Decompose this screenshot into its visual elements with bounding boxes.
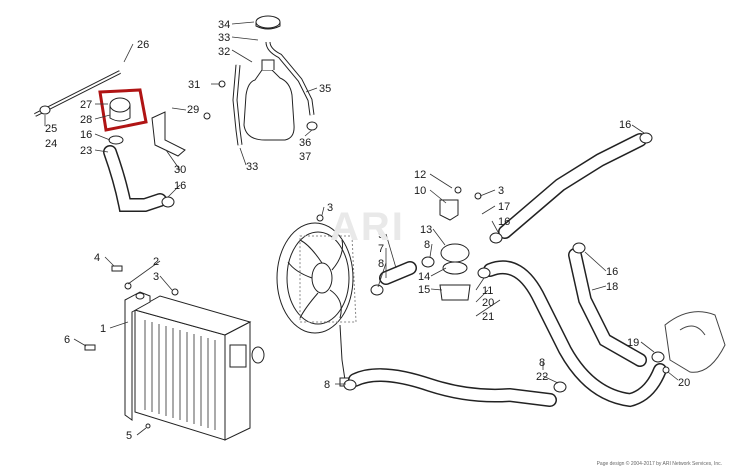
callout-36: 36 <box>299 137 311 149</box>
callout-13: 13 <box>420 224 432 236</box>
callout-16-e: 16 <box>606 266 618 278</box>
callout-16-b: 16 <box>174 180 186 192</box>
callout-17: 17 <box>498 201 510 213</box>
support-rod <box>34 70 121 117</box>
callout-32: 32 <box>218 46 230 58</box>
leader-lines <box>44 21 679 436</box>
radiator <box>124 291 265 441</box>
callout-37: 37 <box>299 151 311 163</box>
callout-33-lower: 33 <box>246 161 258 173</box>
callout-16-d: 16 <box>498 216 510 228</box>
callout-20-a: 20 <box>482 297 494 309</box>
callout-20-b: 20 <box>678 377 690 389</box>
callout-16-c: 16 <box>619 119 631 131</box>
callout-35: 35 <box>319 83 331 95</box>
hoses <box>103 133 667 408</box>
callout-16-a: 16 <box>80 129 92 141</box>
thermostat-housing <box>439 199 471 301</box>
water-pump <box>664 311 726 373</box>
cooling-fan <box>276 222 357 387</box>
callout-26: 26 <box>137 39 149 51</box>
callout-12: 12 <box>414 169 426 181</box>
mounting-bracket <box>151 111 186 157</box>
coolant-reservoir <box>232 15 318 146</box>
callout-6: 6 <box>64 334 70 346</box>
callout-18: 18 <box>606 281 618 293</box>
callout-labels: 34 33 32 31 35 36 37 33 29 30 26 27 28 1… <box>45 19 690 442</box>
callout-7: 7 <box>378 243 384 255</box>
callout-3-c: 3 <box>153 271 159 283</box>
callout-21: 21 <box>482 311 494 323</box>
callout-8-b: 8 <box>378 258 384 270</box>
callout-15: 15 <box>418 284 430 296</box>
callout-14: 14 <box>418 271 430 283</box>
highlight-box <box>98 88 148 132</box>
callout-5: 5 <box>126 430 132 442</box>
callout-31: 31 <box>188 79 200 91</box>
callout-4: 4 <box>94 252 100 264</box>
copyright-footer: Page design © 2004-2017 by ARI Network S… <box>596 461 722 467</box>
callout-8-d: 8 <box>539 357 545 369</box>
callout-24: 24 <box>45 138 57 150</box>
callout-9: 9 <box>378 229 384 241</box>
callout-25: 25 <box>45 123 57 135</box>
callout-22: 22 <box>536 371 548 383</box>
radiator-cap <box>108 97 131 145</box>
bolts <box>84 80 670 429</box>
callout-23: 23 <box>80 145 92 157</box>
callout-27: 27 <box>80 99 92 111</box>
callout-29: 29 <box>187 104 199 116</box>
callout-11: 11 <box>482 285 493 297</box>
callout-3-a: 3 <box>498 185 504 197</box>
watermark: ARI <box>330 205 405 249</box>
callout-8-c: 8 <box>324 379 330 391</box>
callout-1: 1 <box>100 323 106 335</box>
callout-19: 19 <box>627 337 639 349</box>
callout-34: 34 <box>218 19 230 31</box>
hose-clamps <box>161 132 665 393</box>
callout-33: 33 <box>218 32 230 44</box>
callout-3-b: 3 <box>327 202 333 214</box>
callout-28: 28 <box>80 114 92 126</box>
callout-8-a: 8 <box>424 239 430 251</box>
callout-10: 10 <box>414 185 426 197</box>
callout-30: 30 <box>174 164 186 176</box>
callout-2: 2 <box>153 256 159 268</box>
